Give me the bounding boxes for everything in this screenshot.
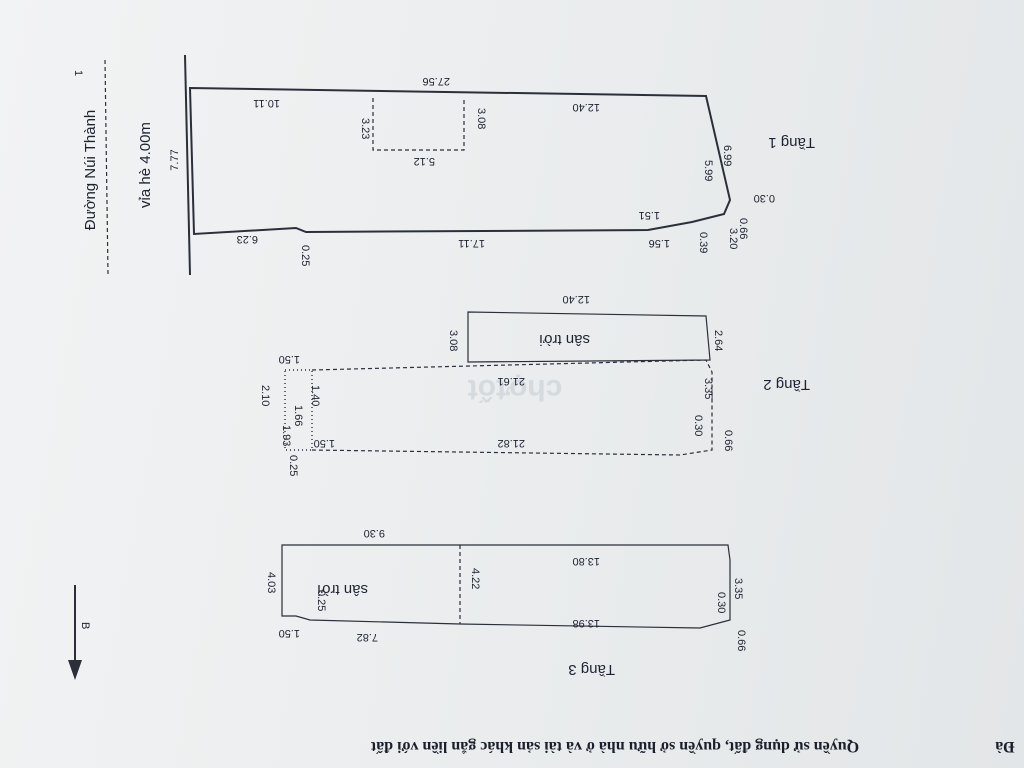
floor3-courtyard-label: sân trời [317,581,368,598]
floor3-dim-13-80: 13.80 [572,555,600,567]
floor1-dim-6-99: 6.99 [721,145,733,166]
floor2-dim-2-64: 2.64 [712,330,724,351]
floor1-inner-room [372,98,465,151]
floor2-dim-1-50-top: 1.50 [279,353,300,365]
street-centre-line [104,59,109,276]
floor1-dim-0-39: 0.39 [697,232,709,253]
floor2-dim-0-30: 0.30 [692,415,704,436]
floor3-dim-3-35: 3.35 [732,578,744,599]
floor1-dim-3-23: 3.23 [359,118,371,139]
floor3-dim-4-22: 4.22 [469,568,481,589]
floor3-dim-0-25: 0.25 [315,590,327,611]
floor3-outline [281,544,731,629]
floor3-dim-0-66: 0.66 [735,630,747,651]
floor2-dim-12-40: 12.40 [562,293,590,305]
north-arrow-icon: B [68,585,91,680]
floor2-dim-3-08: 3.08 [447,330,459,351]
floor1-dim-0-25: 0.25 [299,245,311,266]
floor2-dim-0-25: 0.25 [287,455,299,476]
floor1-dim-1-51: 1.51 [639,209,660,221]
watermark-text: chợtốt [468,373,563,406]
floor2-dim-2-10: 2.10 [259,385,271,406]
floor1-dim-17-11: 17.11 [458,237,485,249]
floor3-dim-7-82: 7.82 [357,631,378,643]
floor1-dim-6-23: 6.23 [237,233,258,245]
sidewalk-label: vỉa hè 4.00m [137,122,154,208]
north-arrow-label: B [79,622,91,629]
street-name-label: Đường Núi Thành [82,110,99,231]
floor3-dim-13-98: 13.98 [572,617,600,629]
floor3-dim-1-50: 1.50 [279,627,300,639]
floor1-dim-5-12: 5.12 [414,155,435,167]
floor2-dim-1-66: 1.66 [292,405,304,426]
street-boundary-line [184,54,191,276]
street-mark-label: 1 [72,70,84,76]
floor2-stair-box [284,369,313,451]
floor2-dim-21-82: 21.82 [497,437,525,449]
street-width-label: 7.77 [169,149,181,170]
floor1-dim-10-11: 10.11 [253,97,280,109]
floor1-dim-3-20: 3.20 [727,228,739,249]
floor2-dim-1-50-bottom: 1.50 [314,437,335,449]
floor1-dim-1-56: 1.56 [649,237,670,249]
floor2-dim-21-61: 21.61 [497,375,525,387]
floor3-dim-0-30: 0.30 [715,592,727,613]
floor2-title: Tầng 2 [763,376,810,393]
floor1-dim-5-99: 5.99 [702,160,714,181]
floor2-dim-3-35: 3.35 [702,378,714,399]
floor1-dim-0-66: 0.66 [737,218,749,239]
floor1-outline [188,86,732,236]
floor2-dim-0-66: 0.66 [722,430,734,451]
floor1-title: Tầng 1 [768,134,815,151]
floor2-courtyard-outline [467,311,711,363]
certificate-corner-text: Đà [995,738,1015,755]
floor3-title: Tầng 3 [568,661,615,678]
floor1-dim-12-40: 12.40 [572,101,600,113]
floor1-dim-0-30: 0.30 [754,192,775,204]
floor3-dim-4-03: 4.03 [265,572,277,593]
floor3-dim-9-30: 9.30 [364,527,385,539]
floor2-courtyard-label: sân trời [539,331,590,348]
floor2-dim-1-93: 1.93 [280,425,292,446]
certificate-header-text: Quyền sử dụng đất, quyền sở hữu nhà ở và… [370,738,859,755]
floor2-dim-1-40: 1.40 [309,385,321,406]
floor1-dim-3-08: 3.08 [475,108,487,129]
floor1-dim-top-total: 27.56 [422,75,450,87]
